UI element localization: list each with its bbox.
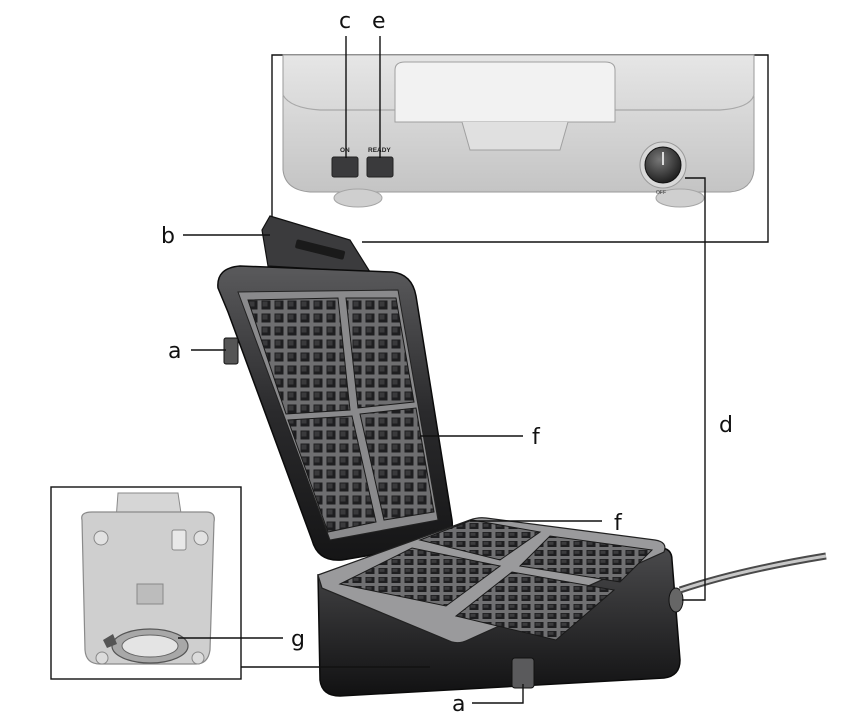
- lid-plate-top-right: [345, 297, 415, 409]
- dial-off-label: OFF: [656, 190, 666, 196]
- handle-grip: [461, 121, 569, 151]
- lid-plate-bottom-right: [359, 407, 435, 521]
- leader-lines: [178, 36, 706, 704]
- callout-e: e: [372, 9, 386, 34]
- callout-b: b: [161, 224, 175, 249]
- callout-labels: c e b a f d f g a: [161, 9, 733, 717]
- inset-frame: [271, 54, 769, 243]
- callout-c: c: [339, 9, 351, 34]
- base-plate-right-front: [454, 571, 616, 641]
- callout-a-left: a: [168, 339, 181, 364]
- callout-a-bottom: a: [452, 692, 465, 717]
- on-indicator: ON: [331, 147, 359, 178]
- plug-icon: [103, 634, 117, 648]
- underside-vent: [171, 529, 187, 551]
- underside-inset: [50, 486, 242, 680]
- foot-right: [655, 188, 705, 208]
- lid-handle: [394, 61, 616, 123]
- underside-foot-right: [191, 651, 205, 665]
- callout-d: d: [719, 413, 733, 438]
- callout-g: g: [291, 627, 305, 652]
- lid-plate-top-left: [247, 297, 351, 415]
- foot-left: [333, 188, 383, 208]
- lid-plate-bottom-left: [287, 415, 377, 533]
- callout-f-bottom: f: [614, 511, 623, 536]
- release-button-left: [223, 337, 239, 365]
- underside-foot-left: [95, 651, 109, 665]
- base-plate-right-back: [518, 535, 654, 583]
- temperature-dial: OFF: [639, 141, 687, 196]
- screw-left: [93, 530, 109, 546]
- control-panel-inset: ON READY OFF: [271, 54, 769, 243]
- screw-right: [193, 530, 209, 546]
- lid-handle-slot: [295, 239, 346, 260]
- base-plate-left-back: [418, 519, 542, 561]
- release-button-front: [511, 657, 535, 689]
- underside-label-plate: [136, 583, 164, 605]
- waffle-maker: [217, 215, 827, 697]
- base-plate-left-front: [338, 547, 502, 607]
- on-label: ON: [340, 147, 350, 154]
- callout-f-top: f: [532, 425, 541, 450]
